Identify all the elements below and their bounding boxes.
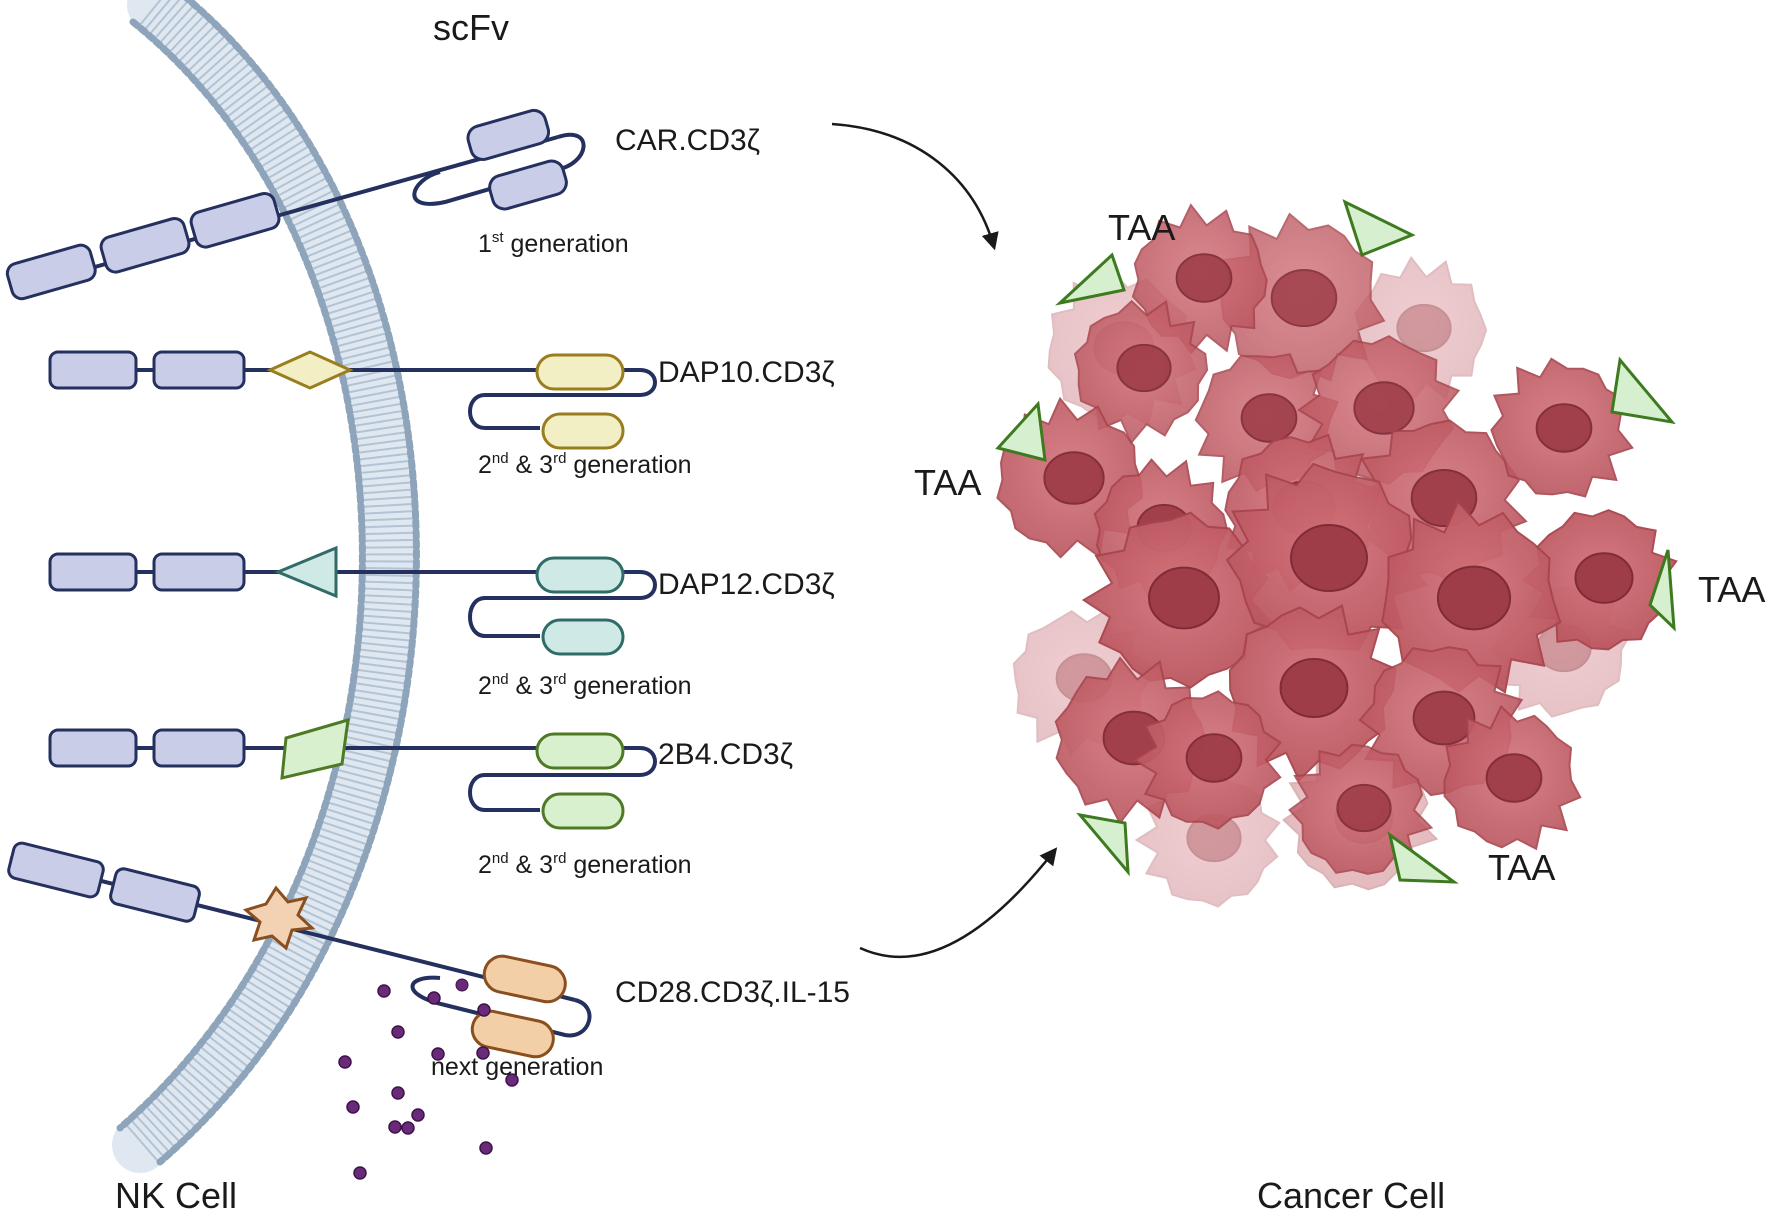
nk-cell-label: NK Cell	[115, 1175, 237, 1216]
taa-label-top: TAA	[1108, 207, 1175, 248]
nk-cell-membrane	[112, 0, 420, 1173]
taa-label-bottom: TAA	[1488, 847, 1555, 888]
cancer-cell-nucleus	[1485, 753, 1543, 803]
construct-car-cd3z	[5, 108, 586, 301]
construct-label-4: 2B4.CD3ζ	[658, 738, 793, 771]
cancer-cell-nucleus	[1116, 343, 1172, 393]
cancer-cell-nucleus	[1185, 733, 1243, 783]
cancer-cell-nucleus	[1148, 566, 1220, 630]
cancer-cell-nucleus	[1279, 657, 1349, 719]
generation-label-5: next generation	[431, 1053, 603, 1081]
taa-antigen	[1387, 831, 1459, 884]
il15-cytokines	[338, 984, 519, 1180]
construct-dap12-cd3z	[48, 545, 657, 656]
construct-label-2: DAP10.CD3ζ	[658, 356, 835, 389]
construct-dap10-cd3z	[48, 350, 657, 450]
generation-label-3: 2nd & 3rd generation	[478, 671, 692, 700]
construct-2b4-cd3z	[48, 717, 657, 830]
taa-antigen	[1342, 199, 1416, 257]
cancer-cell-nucleus	[1353, 381, 1415, 435]
cancer-cell-nucleus	[1336, 783, 1392, 833]
cancer-cell-nucleus	[1043, 451, 1105, 505]
construct-cd28-cd3z-il15	[7, 841, 592, 1059]
construct-label-3: DAP12.CD3ζ	[658, 568, 835, 601]
cancer-cell-nucleus	[1436, 565, 1512, 631]
taa-antigens	[995, 199, 1676, 884]
cancer-cell-nucleus	[1535, 403, 1593, 453]
cancer-cell-nucleus	[1240, 393, 1298, 443]
construct-label-5: CD28.CD3ζ.IL-15	[615, 976, 850, 1009]
taa-antigen	[1076, 812, 1130, 877]
scfv-label: scFv	[433, 7, 509, 48]
cancer-cell-nucleus	[1412, 690, 1476, 746]
cancer-cell-nucleus	[1396, 303, 1452, 353]
taa-antigen	[1648, 549, 1676, 632]
taa-antigen	[995, 400, 1047, 462]
cancer-cell-nucleus	[1175, 253, 1233, 303]
construct-label-1: CAR.CD3ζ	[615, 124, 760, 157]
generation-label-2: 2nd & 3rd generation	[478, 450, 692, 479]
taa-label-right: TAA	[1698, 569, 1765, 610]
arrow-to-cancer-top	[831, 122, 999, 251]
arrow-to-cancer-bottom	[859, 847, 1058, 959]
cancer-cell-label: Cancer Cell	[1257, 1175, 1445, 1216]
cancer-cell-nucleus	[1290, 524, 1368, 592]
generation-label-1: 1st generation	[478, 229, 629, 258]
cancer-cell-nucleus	[1270, 268, 1338, 328]
cancer-cell-cluster	[996, 203, 1678, 908]
taa-antigen	[1610, 356, 1676, 425]
taa-antigen	[1055, 252, 1126, 306]
cancer-cell-nucleus	[1574, 552, 1634, 604]
generation-label-4: 2nd & 3rd generation	[478, 850, 692, 879]
taa-label-left: TAA	[914, 462, 981, 503]
